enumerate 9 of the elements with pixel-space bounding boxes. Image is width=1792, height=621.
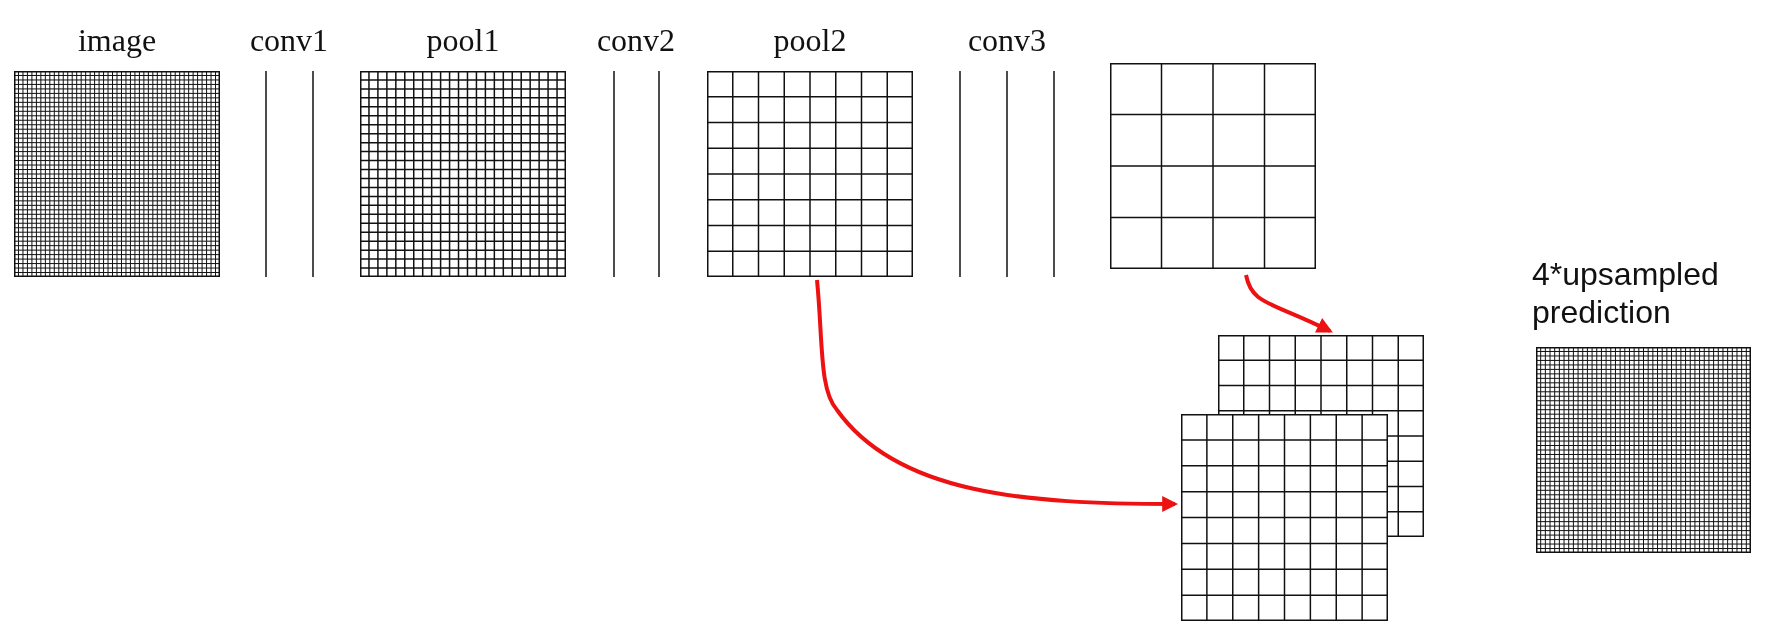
arrow [815,279,1179,512]
layer-label: image [77,21,157,60]
layer-label: conv1 [249,21,329,60]
layer-label: conv2 [596,21,676,60]
layer-label: conv3 [967,21,1047,60]
layer-label: pool2 [773,21,847,60]
layer-label: pool1 [426,21,500,60]
layer-label: 4*upsampled prediction [1532,255,1720,331]
arrow [1244,274,1333,333]
